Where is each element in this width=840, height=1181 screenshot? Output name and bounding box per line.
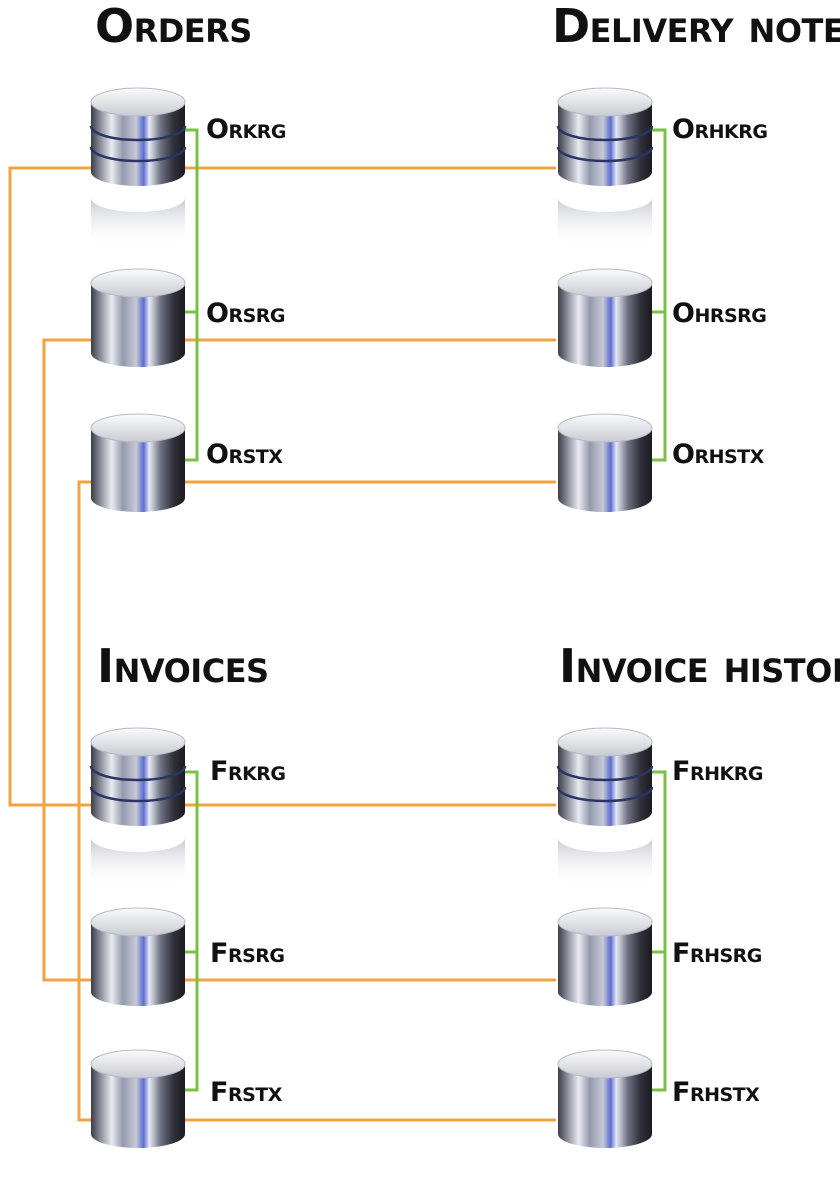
database-ohrsrg: Ohrsrg [557, 268, 767, 368]
table-label: Orhkrg [672, 114, 767, 145]
database-orsrg: Orsrg [90, 268, 286, 368]
database-cylinder-icon [91, 838, 185, 888]
table-label: Orkrg [206, 114, 286, 145]
database-orhkrg: Orhkrg [558, 88, 768, 248]
group-title-delivery-notes: Delivery notes [552, 0, 840, 53]
group-link-invoices [184, 770, 199, 1092]
group-link-invoice-history [652, 770, 667, 1092]
database-frhsrg: Frhsrg [557, 907, 762, 1007]
link-orstx-frstx [77, 480, 92, 1122]
connection-lines [8, 128, 667, 1122]
database-cylinder-icon [558, 88, 652, 186]
group-title-invoices: Invoices [97, 639, 269, 693]
database-cylinder-icon [558, 198, 652, 248]
database-cylinder-icon [557, 413, 653, 513]
table-label: Frhkrg [672, 756, 763, 787]
database-orkrg: Orkrg [91, 88, 287, 248]
database-frsrg: Frsrg [90, 907, 285, 1007]
table-label: Frhstx [672, 1077, 760, 1108]
table-label: Frsrg [210, 938, 284, 969]
table-label: Orhstx [672, 439, 765, 470]
database-cylinder-icon [91, 88, 185, 186]
table-label: Frkrg [210, 756, 286, 787]
table-label: Frstx [210, 1077, 283, 1108]
database-orhstx: Orhstx [557, 413, 765, 513]
table-label: Frhsrg [672, 938, 762, 969]
table-label: Orsrg [206, 298, 285, 329]
database-orstx: Orstx [90, 413, 284, 513]
table-label: Orstx [206, 439, 283, 470]
database-frhstx: Frhstx [557, 1049, 761, 1149]
table-label: Ohrsrg [672, 298, 766, 329]
database-cylinder-icon [91, 728, 185, 826]
database-frstx: Frstx [90, 1049, 283, 1149]
database-frhkrg: Frhkrg [558, 728, 763, 888]
database-cylinder-icon [90, 413, 186, 513]
database-cylinder-icon [557, 268, 653, 368]
link-orsrg-frsrg [42, 338, 92, 982]
database-cylinder-icon [90, 907, 186, 1007]
database-cylinder-icon [558, 728, 652, 826]
database-cylinder-icon [557, 1049, 653, 1149]
database-cylinder-icon [558, 838, 652, 888]
group-link-orders [184, 128, 199, 462]
database-cylinder-icon [90, 1049, 186, 1149]
group-link-delivery [652, 128, 667, 462]
database-cylinder-icon [557, 907, 653, 1007]
link-orkrg-frkrg [8, 166, 92, 807]
database-frkrg: Frkrg [91, 728, 286, 888]
group-title-orders: Orders [95, 0, 252, 53]
group-title-invoice-history: Invoice history [559, 639, 840, 693]
database-cylinder-icon [91, 198, 185, 248]
database-cylinder-icon [90, 268, 186, 368]
